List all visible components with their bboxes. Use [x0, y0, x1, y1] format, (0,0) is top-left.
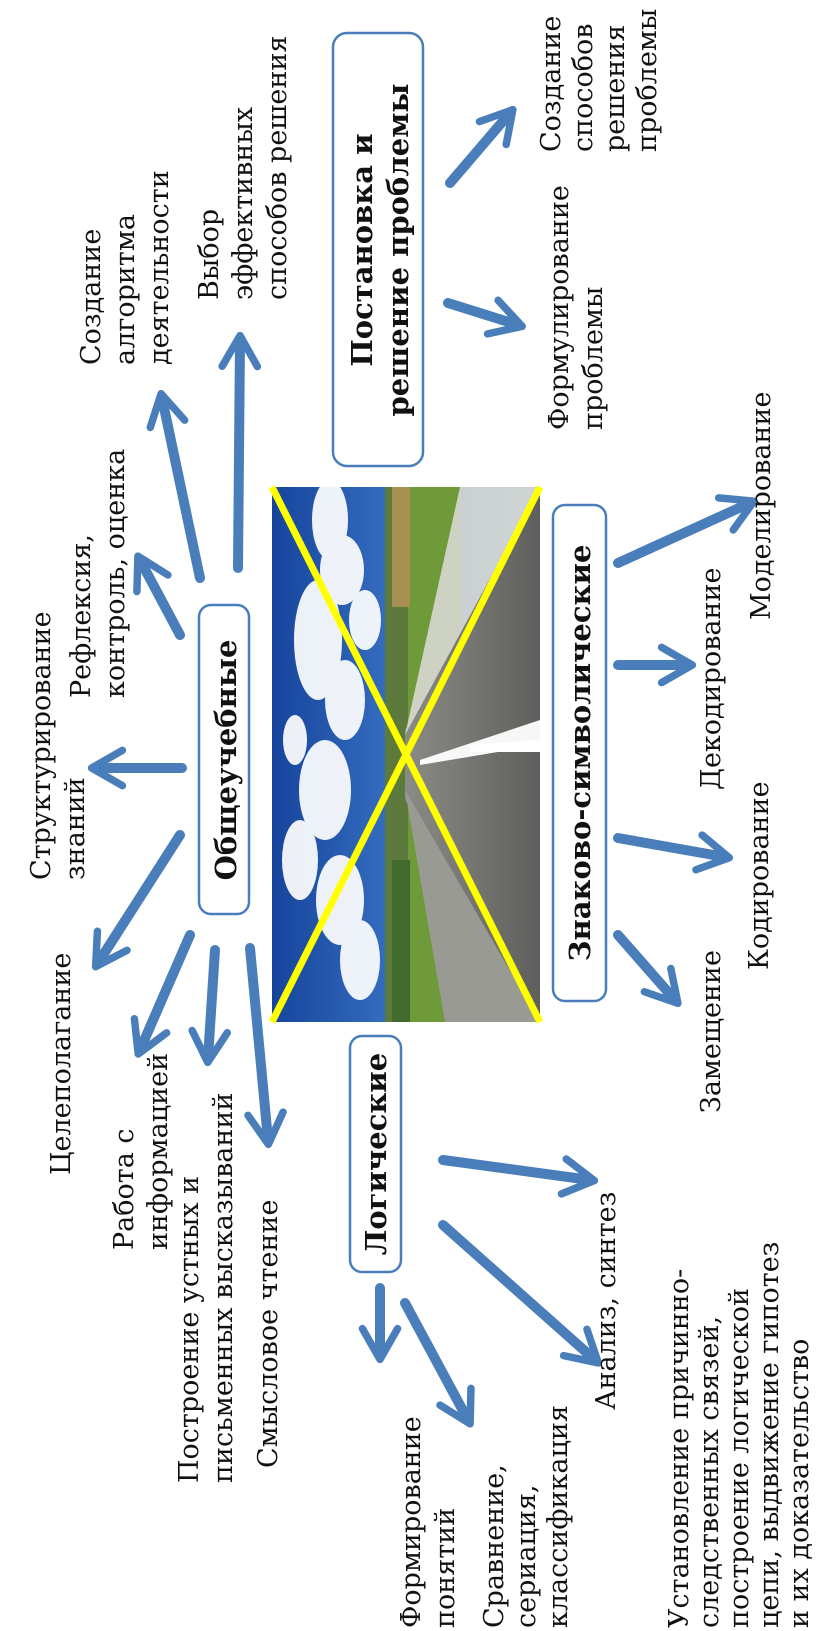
arrow-causal — [438, 1220, 603, 1367]
arrow-choice — [218, 331, 262, 573]
problem-hub-title-1: Постановка и — [345, 133, 379, 366]
road-photo — [268, 480, 544, 1024]
arrow-reading — [244, 943, 287, 1149]
label-formulate-line-1: Формулирование — [544, 185, 575, 430]
arrow-formulate — [443, 296, 526, 338]
label-comparison-line-1: Сравнение, — [479, 1464, 510, 1628]
arrow-info — [130, 930, 195, 1058]
label-choice-line-2: эффективных — [228, 107, 259, 300]
label-info-line-2: информацией — [143, 1053, 174, 1250]
label-create-line-1: Создание — [536, 16, 567, 152]
label-choice-line-3: способов решения — [262, 36, 293, 300]
label-info-line-1: Работа с — [109, 1128, 140, 1250]
label-causal-line-1: Установление причинно- — [664, 1269, 695, 1628]
label-modeling-line-1: Моделирование — [746, 392, 777, 620]
label-goal-line-1: Целеполагание — [46, 953, 77, 1175]
arrow-speech — [188, 945, 232, 1067]
label-structuring-line-1: Структурирование — [26, 611, 57, 880]
arrow-modeling — [613, 494, 758, 568]
label-reflection-line-1: Рефлексия, — [66, 534, 97, 698]
arrow-analysis — [438, 1155, 599, 1198]
logical-hub-box — [348, 1034, 403, 1274]
label-create-line-2: способов — [568, 24, 599, 152]
label-create-line-3: решения — [600, 25, 631, 152]
label-comparison-line-2: сериация, — [511, 1485, 542, 1628]
label-algorithm-line-1: Создание — [76, 229, 107, 365]
general-hub-title: Общеучебные — [209, 640, 243, 881]
arrow-coding — [613, 831, 734, 874]
arrow-goal — [91, 830, 185, 971]
general-hub-box — [197, 603, 251, 916]
logical-hub-title: Логические — [359, 1053, 393, 1256]
arrow-comparison — [400, 1298, 475, 1428]
label-causal-line-2: следственных связей, — [694, 1316, 725, 1628]
label-analysis-line-1: Анализ, синтез — [591, 1192, 622, 1410]
label-concepts-line-1: Формирование — [396, 1416, 427, 1628]
label-substitution-line-1: Замещение — [696, 950, 727, 1113]
arrow-reflection — [133, 552, 185, 640]
label-comparison-line-3: классификация — [543, 1405, 574, 1628]
label-algorithm-line-3: деятельности — [144, 170, 175, 365]
arrows-layer — [87, 105, 758, 1428]
label-coding-line-1: Кодирование — [744, 781, 775, 970]
label-speech-line-1: Построение устных и — [174, 1176, 205, 1483]
label-formulate-line-2: проблемы — [578, 287, 609, 430]
label-decoding-line-1: Декодирование — [696, 568, 727, 791]
label-reflection-line-2: контроль, оценка — [100, 449, 131, 698]
arrow-create — [445, 105, 517, 188]
label-algorithm-line-2: алгоритма — [110, 214, 141, 365]
problem-hub-title-2: решение проблемы — [381, 84, 415, 417]
problem-hub-box — [331, 31, 425, 468]
label-reading-line-1: Смысловое чтение — [253, 1200, 284, 1468]
label-causal-line-5: и их доказательство — [784, 1339, 815, 1628]
label-causal-line-4: цепи, выдвижение гипотез — [754, 1242, 785, 1628]
label-create-line-4: проблемы — [632, 9, 663, 152]
label-causal-line-3: построение логической — [724, 1288, 755, 1628]
sign-hub-box — [551, 503, 608, 1003]
arrow-substitution — [613, 930, 682, 1008]
sign-hub-title: Знаково-символические — [563, 545, 597, 962]
label-concepts-line-2: понятий — [430, 1508, 461, 1628]
label-choice-line-1: Выбор — [194, 209, 225, 300]
arrow-algorithm — [146, 389, 205, 583]
label-structuring-line-2: знаний — [60, 777, 91, 880]
label-speech-line-2: письменных высказываний — [208, 1093, 239, 1483]
